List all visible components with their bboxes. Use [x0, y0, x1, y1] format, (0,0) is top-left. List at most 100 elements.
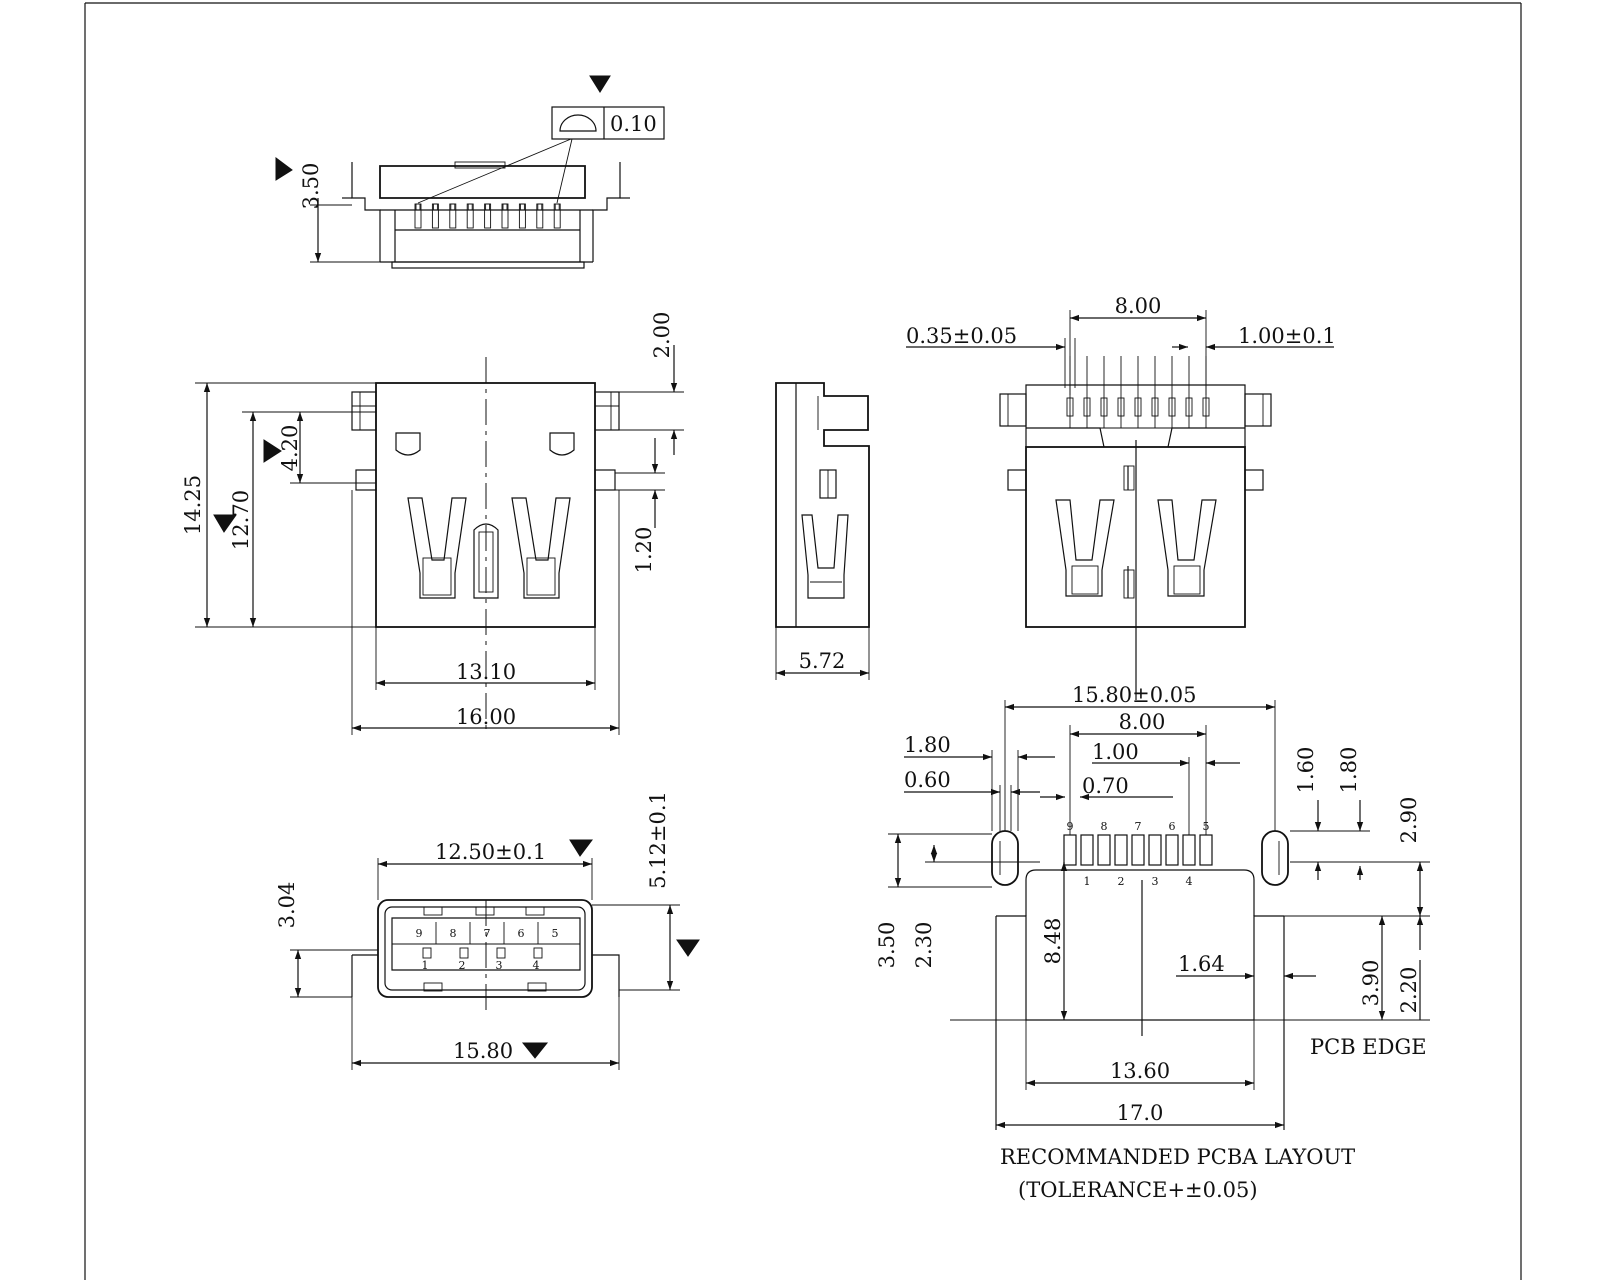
- pcb-pad: [1131, 834, 1145, 866]
- pad-number-label: 4: [1186, 875, 1193, 888]
- pad-number-label: 7: [1135, 820, 1142, 833]
- dim-5-72: 5.72: [799, 649, 846, 673]
- dim-14-25: 14.25: [181, 475, 205, 535]
- dim-1-80-vert: 1.80: [1337, 747, 1361, 794]
- layout-title: RECOMMANDED PCBA LAYOUT: [1000, 1145, 1355, 1169]
- dim-3-90: 3.90: [1359, 960, 1383, 1007]
- pcb-pad: [1063, 834, 1077, 866]
- pin-tip: [432, 203, 438, 211]
- dim-15-80-pcb: 15.80±0.05: [1072, 683, 1196, 707]
- pcb-edge-label: PCB EDGE: [1310, 1035, 1427, 1059]
- datum-triangle-icon: [589, 75, 611, 93]
- pin-tip: [415, 203, 421, 211]
- dim-5-12: 5.12±0.1: [646, 791, 670, 889]
- pin-body: [1202, 397, 1210, 417]
- dim-1-00-rear: 1.00±0.1: [1238, 324, 1336, 348]
- datum-triangle-icon: [275, 157, 293, 181]
- contact-pad: [496, 947, 506, 959]
- pin-tip: [554, 203, 560, 211]
- dim-1-80-slot: 1.80: [904, 733, 951, 757]
- pin-body: [1168, 397, 1176, 417]
- dim-3-50: 3.50: [299, 163, 323, 210]
- pad-number-label: 2: [1118, 875, 1125, 888]
- dim-13-10: 13.10: [456, 660, 516, 684]
- flatness-frame: [551, 106, 665, 140]
- tolerance-note: (TOLERANCE+±0.05): [1018, 1178, 1258, 1202]
- pin-tip: [485, 203, 491, 211]
- pin-tip: [467, 203, 473, 211]
- dim-8-00-pcb: 8.00: [1119, 710, 1166, 734]
- pin-body: [1185, 397, 1193, 417]
- pcb-pad: [1080, 834, 1094, 866]
- end-view-pins: 9 8 7 6 5 1 2 3 4: [416, 922, 559, 972]
- slot-right: [1261, 830, 1289, 886]
- contact-pad: [533, 947, 543, 959]
- dim-3-04: 3.04: [275, 882, 299, 929]
- dim-13-60: 13.60: [1110, 1059, 1170, 1083]
- pcb-pad: [1097, 834, 1111, 866]
- datum-triangle-icon: [521, 1042, 549, 1059]
- pad-number-label: 6: [1169, 820, 1176, 833]
- drawing-frame: [84, 2, 1522, 1280]
- top-view: 0.10 3.50: [275, 75, 665, 269]
- datum-triangle-icon: [569, 839, 593, 857]
- dim-2-90: 2.90: [1397, 797, 1421, 844]
- pin-number-label: 1: [422, 959, 429, 972]
- pin-body: [1083, 397, 1091, 417]
- pcb-pad: [1148, 834, 1162, 866]
- pad-number-label: 8: [1101, 820, 1108, 833]
- dim-1-64: 1.64: [1178, 952, 1225, 976]
- pin-body: [1117, 397, 1125, 417]
- end-view: 9 8 7 6 5 1 2 3 4 12.50±0.1 5.12±0.1 3.04 15.80: [275, 791, 700, 1070]
- pin-number-label: 8: [450, 927, 457, 940]
- pin-tip: [450, 203, 456, 211]
- pin-number-label: 9: [416, 927, 423, 940]
- profile-icon: [559, 114, 597, 132]
- dim-3-50-pcb: 3.50: [875, 922, 899, 969]
- dim-0-70: 0.70: [1082, 774, 1129, 798]
- rear-view-pins: [1066, 356, 1210, 428]
- top-view-pins: [414, 203, 561, 229]
- flatness-value: 0.10: [610, 112, 657, 136]
- front-view: 14.25 12.70 4.20 2.00 1.20 13.10 16.00: [181, 312, 684, 735]
- dim-8-48: 8.48: [1041, 918, 1065, 965]
- dim-0-35: 0.35±0.05: [906, 324, 1017, 348]
- pin-body: [1134, 397, 1142, 417]
- contact-pad: [459, 947, 469, 959]
- dim-0-60: 0.60: [904, 768, 951, 792]
- dim-2-30: 2.30: [912, 922, 936, 969]
- pin-body: [1066, 397, 1074, 417]
- pad-number-label: 3: [1152, 875, 1159, 888]
- pcb-pad: [1182, 834, 1196, 866]
- pin-number-label: 3: [496, 959, 503, 972]
- pin-body: [1151, 397, 1159, 417]
- dim-17-0: 17.0: [1117, 1101, 1164, 1125]
- pin-number-label: 4: [533, 959, 540, 972]
- pin-tip: [519, 203, 525, 211]
- pin-tip: [502, 203, 508, 211]
- side-view: 5.72: [775, 382, 870, 680]
- pin-number-label: 6: [518, 927, 525, 940]
- dim-12-70: 12.70: [229, 490, 253, 550]
- dim-12-50: 12.50±0.1: [435, 840, 546, 864]
- rear-view: 8.00 0.35±0.05 1.00±0.1: [906, 294, 1336, 700]
- dim-15-80-end: 15.80: [453, 1039, 513, 1063]
- dim-4-20: 4.20: [278, 425, 302, 472]
- pin-number-label: 5: [552, 927, 559, 940]
- pcb-pad: [1114, 834, 1128, 866]
- datum-triangle-icon: [213, 514, 237, 533]
- dim-2-20: 2.20: [1397, 967, 1421, 1014]
- pcb-pad: [1199, 834, 1213, 866]
- dim-8-00-rear: 8.00: [1115, 294, 1162, 318]
- pin-number-label: 7: [484, 927, 491, 940]
- datum-triangle-icon: [263, 439, 282, 463]
- pin-tip: [537, 203, 543, 211]
- pin-number-label: 2: [459, 959, 466, 972]
- dim-2-00: 2.00: [650, 312, 674, 359]
- dim-1-00-pcb: 1.00: [1092, 740, 1139, 764]
- slot-left: [991, 830, 1019, 886]
- pcb-pad: [1165, 834, 1179, 866]
